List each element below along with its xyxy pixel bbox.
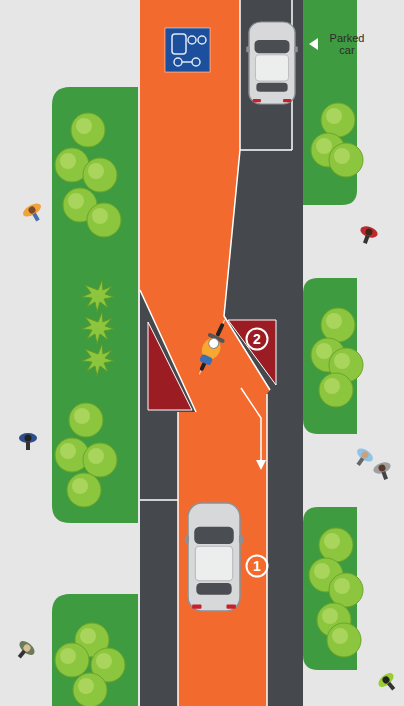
tree-highlight	[332, 628, 348, 644]
tree-canopy	[327, 623, 361, 657]
tree-highlight	[314, 563, 330, 579]
tree-highlight	[60, 648, 76, 664]
tree-canopy	[71, 113, 105, 147]
tree-highlight	[88, 448, 104, 464]
tree-canopy	[83, 443, 117, 477]
traffic-island	[228, 320, 276, 385]
tree-canopy	[319, 373, 353, 407]
tree-highlight	[324, 378, 340, 394]
tree-highlight	[96, 653, 112, 669]
car-label: Parked car	[321, 33, 373, 56]
grass-strip	[52, 0, 357, 706]
palm-plants	[82, 280, 114, 376]
tree-highlight	[316, 343, 332, 359]
bus-lane	[140, 0, 270, 706]
tree-highlight	[334, 353, 350, 369]
tree-canopy	[321, 308, 355, 342]
tree-highlight	[322, 608, 338, 624]
tree-highlight	[326, 108, 342, 124]
tree-highlight	[334, 148, 350, 164]
tree-highlight	[80, 628, 96, 644]
tree-highlight	[74, 408, 90, 424]
bus-lane-car	[185, 503, 243, 611]
tree-highlight	[72, 478, 88, 494]
tree-highlight	[78, 678, 94, 694]
tree-highlight	[76, 118, 92, 134]
traffic-island	[148, 322, 192, 410]
lane-markings	[140, 0, 292, 706]
tree-highlight	[334, 578, 350, 594]
tree-canopy	[87, 203, 121, 237]
callout-circle	[247, 329, 268, 350]
tree-highlight	[60, 153, 76, 169]
tree-canopy	[73, 673, 107, 706]
tree-canopy	[319, 528, 353, 562]
tree-canopy	[321, 103, 355, 137]
tree-canopy	[83, 158, 117, 192]
callout-number: 2	[247, 332, 267, 346]
cyclist	[191, 316, 233, 378]
pedestrians	[12, 201, 400, 695]
tree-canopy	[55, 643, 89, 677]
tree-canopy	[67, 473, 101, 507]
tree-highlight	[316, 138, 332, 154]
bus-lane-sign	[165, 28, 210, 72]
sidewalk	[303, 0, 404, 706]
tree-highlight	[88, 163, 104, 179]
callout-number: 1	[247, 559, 267, 573]
tree-canopy	[329, 143, 363, 177]
road	[140, 0, 303, 706]
parked-car	[246, 22, 298, 104]
tree-canopy	[329, 573, 363, 607]
tree-highlight	[326, 313, 342, 329]
tree-canopy	[69, 403, 103, 437]
trees	[55, 103, 363, 706]
sidewalk	[0, 0, 140, 706]
tree-highlight	[60, 443, 76, 459]
tree-highlight	[92, 208, 108, 224]
callout-circle	[247, 556, 268, 577]
tree-highlight	[68, 193, 84, 209]
tree-highlight	[324, 533, 340, 549]
pointer-arrow	[309, 38, 318, 50]
direction-arrow	[241, 388, 266, 470]
